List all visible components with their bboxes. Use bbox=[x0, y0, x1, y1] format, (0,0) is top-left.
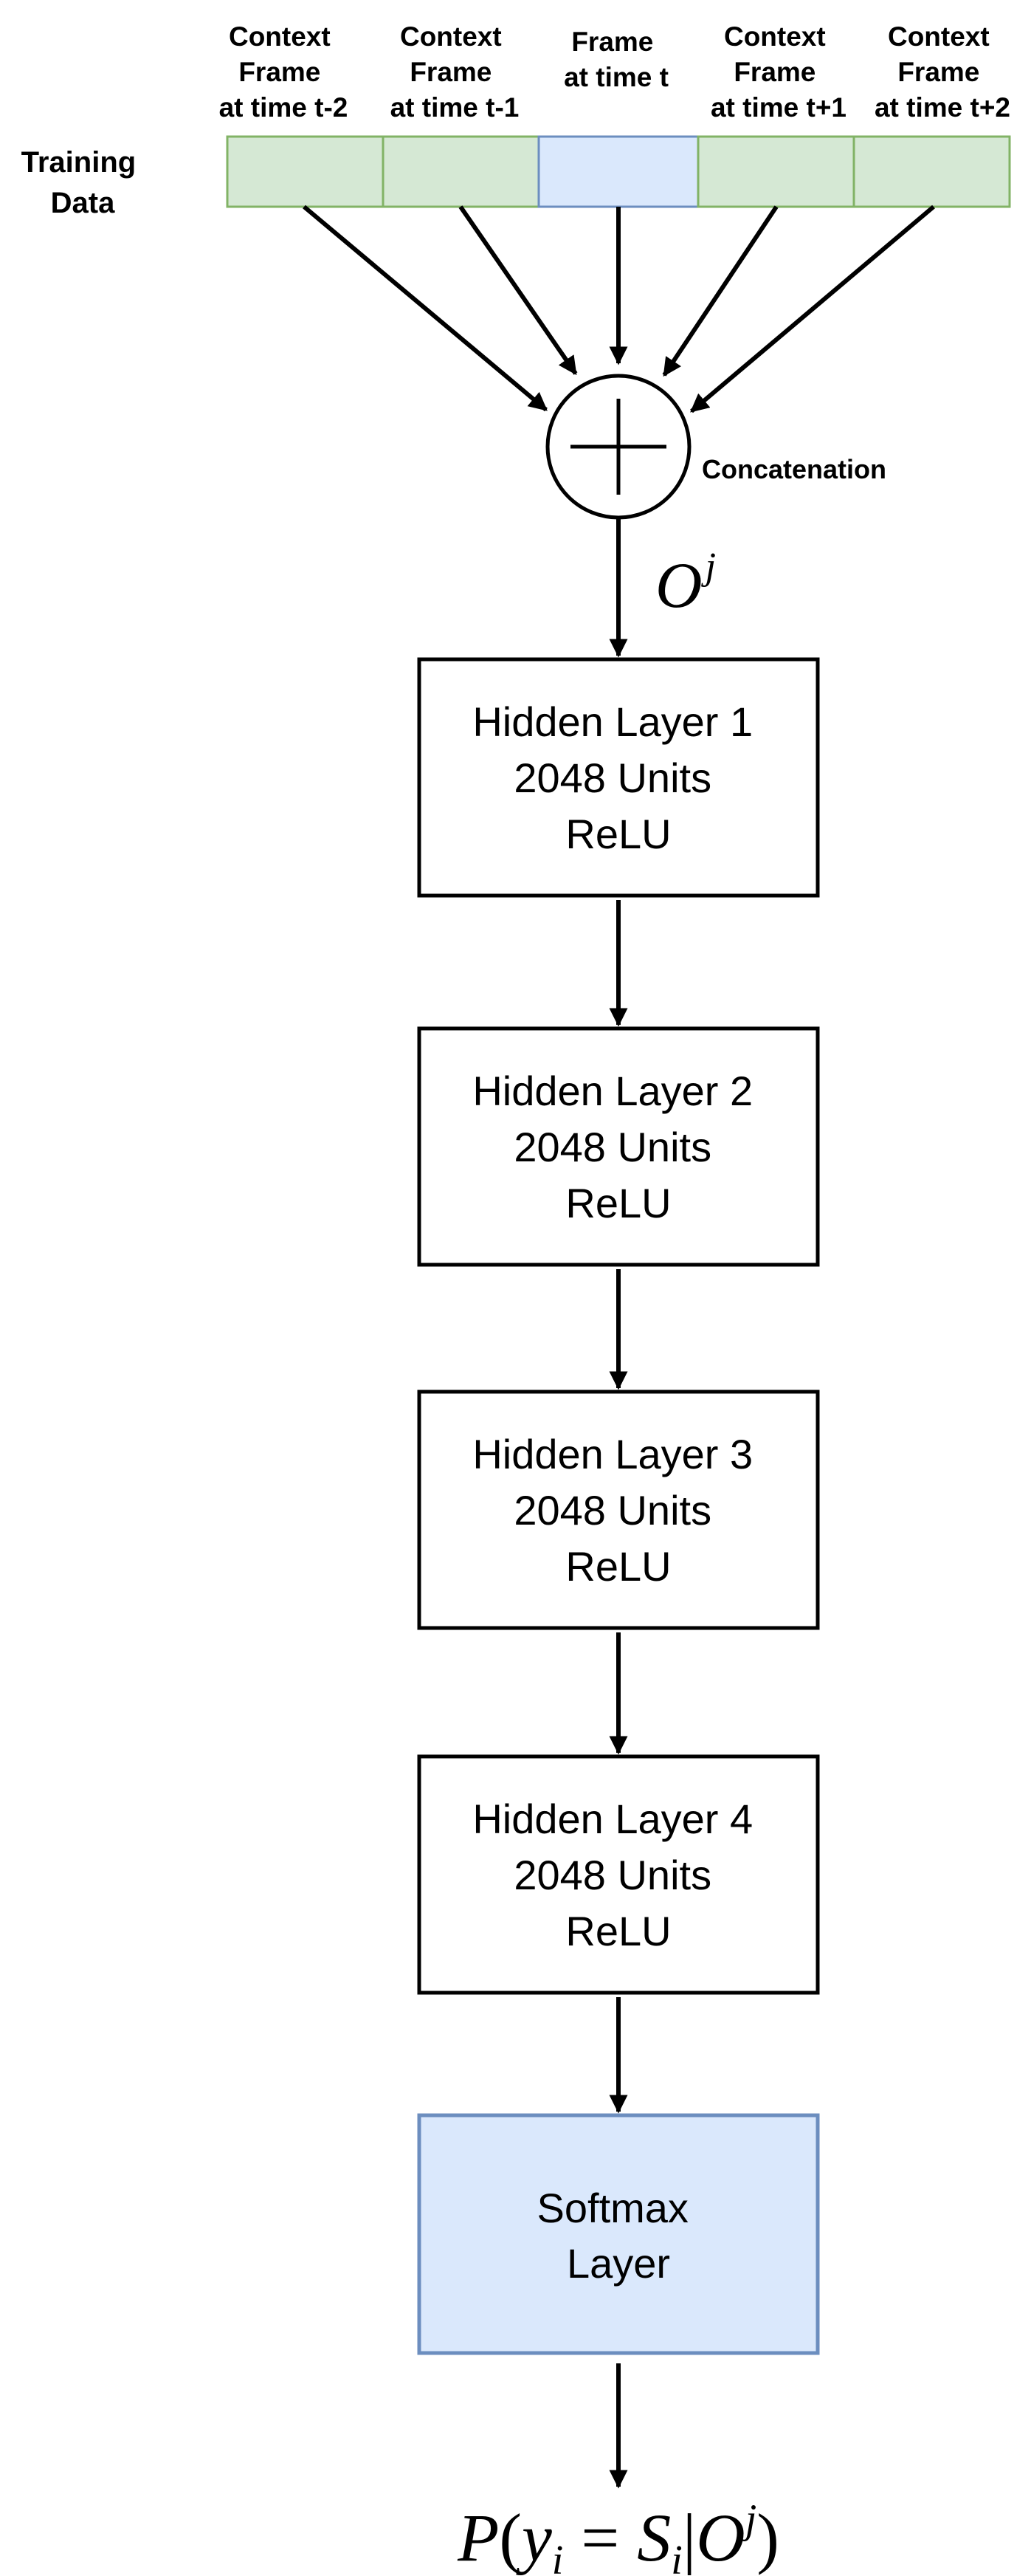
hidden-layer-3-label: Hidden Layer 3 2048 Units ReLU bbox=[472, 1431, 764, 1590]
layer-label-line: Layer bbox=[567, 2240, 670, 2287]
frame-header-line: Context bbox=[229, 21, 331, 52]
formula-open-paren: ( bbox=[499, 2500, 522, 2575]
layer-label-line: Hidden Layer 1 bbox=[472, 698, 753, 745]
formula-o: O bbox=[696, 2500, 745, 2575]
softmax-layer-box bbox=[417, 2113, 820, 2355]
frame-header-line: at time t-1 bbox=[390, 92, 520, 123]
frame-cell-t-minus-1 bbox=[382, 135, 540, 208]
formula-bar: | bbox=[683, 2500, 696, 2575]
frame-header-t: Frame at time t bbox=[564, 27, 669, 92]
concat-output-superscript: j bbox=[701, 546, 716, 588]
layer-label-line: ReLU bbox=[565, 1908, 671, 1954]
formula-o-superscript: j bbox=[741, 2496, 757, 2542]
formula-s: S bbox=[637, 2500, 671, 2575]
arrow-frame-t-plus-2-to-concat bbox=[690, 205, 935, 413]
plus-icon bbox=[570, 399, 666, 495]
layer-label-line: 2048 Units bbox=[514, 1124, 711, 1170]
frame-header-line: at time t-2 bbox=[219, 92, 348, 123]
concat-output-label: Oj bbox=[655, 546, 716, 622]
frame-header-line: Frame bbox=[571, 27, 653, 57]
hidden-layer-4-box bbox=[417, 1754, 820, 1995]
softmax-layer-label: Softmax Layer bbox=[537, 2185, 700, 2287]
hidden-layer-3-box bbox=[417, 1390, 820, 1630]
hidden-layer-1-label: Hidden Layer 1 2048 Units ReLU bbox=[472, 698, 764, 857]
frame-cell-t bbox=[537, 135, 700, 208]
concat-output-symbol: O bbox=[655, 550, 703, 622]
hidden-layer-4-label: Hidden Layer 4 2048 Units ReLU bbox=[472, 1796, 764, 1954]
frame-header-line: at time t+2 bbox=[875, 92, 1010, 123]
hidden-layer-2-label: Hidden Layer 2 2048 Units ReLU bbox=[472, 1068, 764, 1226]
training-data-label-line: Data bbox=[51, 187, 115, 219]
layer-label-line: 2048 Units bbox=[514, 1852, 711, 1898]
layer-label-line: ReLU bbox=[565, 1543, 671, 1590]
formula-y: y bbox=[516, 2500, 552, 2575]
hidden-layer-2-box bbox=[417, 1026, 820, 1267]
frame-cell-t-plus-2 bbox=[852, 135, 1011, 208]
arrow-frame-t-minus-2-to-concat bbox=[303, 205, 548, 412]
frame-cell-t-minus-2 bbox=[226, 135, 385, 208]
arrow-frame-t-plus-1-to-concat bbox=[662, 205, 779, 377]
layer-label-line: Hidden Layer 2 bbox=[472, 1068, 753, 1114]
formula-y-subscript: i bbox=[552, 2538, 564, 2576]
formula-equals: = bbox=[581, 2500, 619, 2575]
frame-header-t-minus-1: Context Frame at time t-1 bbox=[390, 21, 520, 123]
layer-label-line: Softmax bbox=[537, 2185, 689, 2231]
frame-header-line: at time t bbox=[564, 62, 669, 92]
layer-label-line: ReLU bbox=[565, 1180, 671, 1226]
layer-label-line: Hidden Layer 3 bbox=[472, 1431, 753, 1477]
hidden-layer-1-box bbox=[417, 657, 820, 898]
formula-p: P bbox=[457, 2500, 499, 2575]
frame-cell-t-plus-1 bbox=[697, 135, 855, 208]
frame-header-line: Context bbox=[724, 21, 826, 52]
frame-header-line: Frame bbox=[734, 57, 816, 87]
frame-header-t-plus-1: Context Frame at time t+1 bbox=[711, 21, 846, 123]
output-formula: P(yi=Si|Oj) bbox=[457, 2496, 779, 2576]
frame-header-line: Context bbox=[400, 21, 502, 52]
concatenation-label: Concatenation bbox=[702, 454, 886, 484]
frame-header-line: Frame bbox=[897, 57, 979, 87]
concatenation-node bbox=[545, 374, 692, 520]
frame-header-line: Frame bbox=[410, 57, 492, 87]
frame-header-t-minus-2: Context Frame at time t-2 bbox=[219, 21, 348, 123]
arrow-frame-t-minus-1-to-concat bbox=[458, 205, 578, 376]
frame-header-line: Frame bbox=[238, 57, 320, 87]
formula-close-paren: ) bbox=[756, 2500, 779, 2575]
layer-label-line: Hidden Layer 4 bbox=[472, 1796, 753, 1842]
training-data-label: Training Data bbox=[21, 146, 145, 219]
formula-s-subscript: i bbox=[671, 2538, 683, 2576]
layer-label-line: 2048 Units bbox=[514, 755, 711, 801]
training-data-label-line: Training bbox=[21, 146, 137, 179]
layer-label-line: ReLU bbox=[565, 811, 671, 857]
frame-header-line: at time t+1 bbox=[711, 92, 846, 123]
frame-header-t-plus-2: Context Frame at time t+2 bbox=[875, 21, 1010, 123]
layer-label-line: 2048 Units bbox=[514, 1487, 711, 1533]
frame-header-line: Context bbox=[888, 21, 990, 52]
